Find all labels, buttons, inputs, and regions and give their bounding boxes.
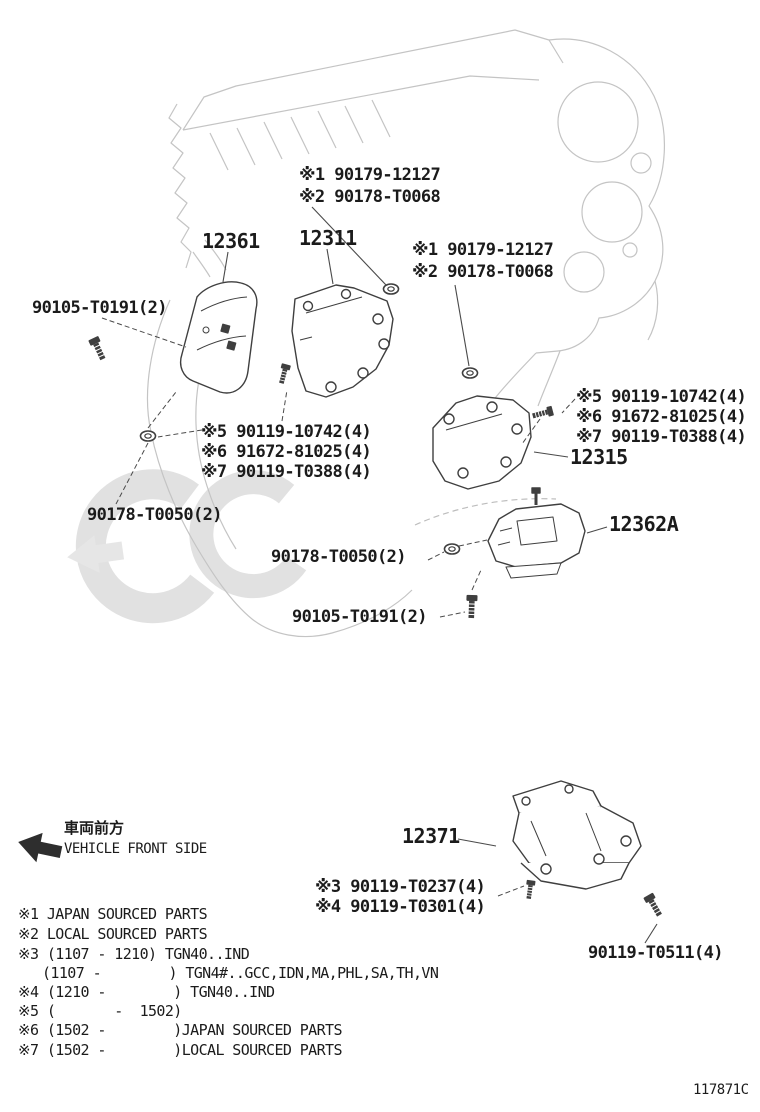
bolt-icon bbox=[523, 879, 536, 900]
vehicle-front-label-en: VEHICLE FRONT SIDE bbox=[64, 841, 207, 857]
part-drawing-12371 bbox=[512, 780, 642, 890]
callout-center-group-line1: ※5 90119-10742(4) bbox=[201, 422, 372, 442]
part-drawing-12362A bbox=[487, 487, 586, 579]
leader-lines-dashed bbox=[101, 317, 576, 897]
callout-right-group-line3: ※7 90119-T0388(4) bbox=[576, 427, 747, 447]
callout-90178-left: 90178-T0050(2) bbox=[87, 505, 222, 525]
part-label-12362A: 12362A bbox=[609, 512, 679, 536]
legend-line-4: (1107 - ) TGN4#..GCC,IDN,MA,PHL,SA,TH,VN bbox=[42, 964, 439, 982]
bolt-icon bbox=[531, 405, 555, 422]
part-label-12311: 12311 bbox=[299, 226, 357, 250]
callout-right-bolt-line1: ※1 90179-12127 bbox=[412, 240, 554, 260]
callout-top-bolt-line1: ※1 90179-12127 bbox=[299, 165, 441, 185]
nut-icon bbox=[382, 283, 400, 295]
legend-line-5: ※4 (1210 - ) TGN40..IND bbox=[18, 983, 275, 1001]
nut-icon bbox=[139, 430, 157, 442]
part-label-12361: 12361 bbox=[202, 229, 260, 253]
leader-lines bbox=[222, 206, 658, 944]
nut-icon bbox=[443, 543, 461, 555]
callout-center-group-line2: ※6 91672-81025(4) bbox=[201, 442, 372, 462]
bolt-icon bbox=[465, 594, 479, 619]
legend-line-2: ※2 LOCAL SOURCED PARTS bbox=[18, 925, 208, 943]
part-drawing-12311 bbox=[291, 284, 394, 398]
callout-90178-center: 90178-T0050(2) bbox=[271, 547, 406, 567]
callout-center-group-line3: ※7 90119-T0388(4) bbox=[201, 462, 372, 482]
front-arrow-icon bbox=[18, 832, 63, 863]
watermark-logo bbox=[67, 469, 307, 624]
legend-line-7: ※6 (1502 - )JAPAN SOURCED PARTS bbox=[18, 1021, 343, 1039]
legend-line-8: ※7 (1502 - )LOCAL SOURCED PARTS bbox=[18, 1041, 343, 1059]
callout-90105-left: 90105-T0191(2) bbox=[32, 298, 167, 318]
part-drawing-12315 bbox=[432, 395, 532, 490]
nut-icon bbox=[461, 367, 479, 379]
callout-90105-bottom: 90105-T0191(2) bbox=[292, 607, 427, 627]
legend-line-3: ※3 (1107 - 1210) TGN40..IND bbox=[18, 945, 250, 963]
part-label-12315: 12315 bbox=[570, 445, 628, 469]
callout-right-group-line1: ※5 90119-10742(4) bbox=[576, 387, 747, 407]
legend-line-6: ※5 ( - 1502) bbox=[18, 1002, 182, 1020]
drawing-code: 117871C bbox=[693, 1082, 749, 1098]
part-label-12371: 12371 bbox=[402, 824, 460, 848]
bolt-icon bbox=[642, 892, 665, 919]
legend-line-1: ※1 JAPAN SOURCED PARTS bbox=[18, 905, 208, 923]
bolt-icon bbox=[276, 362, 292, 385]
callout-right-bolt-line2: ※2 90178-T0068 bbox=[412, 262, 554, 282]
vehicle-front-label-jp: 車両前方 bbox=[64, 819, 125, 837]
callout-rear-group-line2: ※4 90119-T0301(4) bbox=[315, 897, 486, 917]
callout-rear-group-line1: ※3 90119-T0237(4) bbox=[315, 877, 486, 897]
bolt-icon bbox=[87, 335, 109, 362]
callout-top-bolt-line2: ※2 90178-T0068 bbox=[299, 187, 441, 207]
callout-right-group-line2: ※6 91672-81025(4) bbox=[576, 407, 747, 427]
part-drawing-12361 bbox=[179, 281, 258, 394]
callout-90119-t0511: 90119-T0511(4) bbox=[588, 943, 723, 963]
